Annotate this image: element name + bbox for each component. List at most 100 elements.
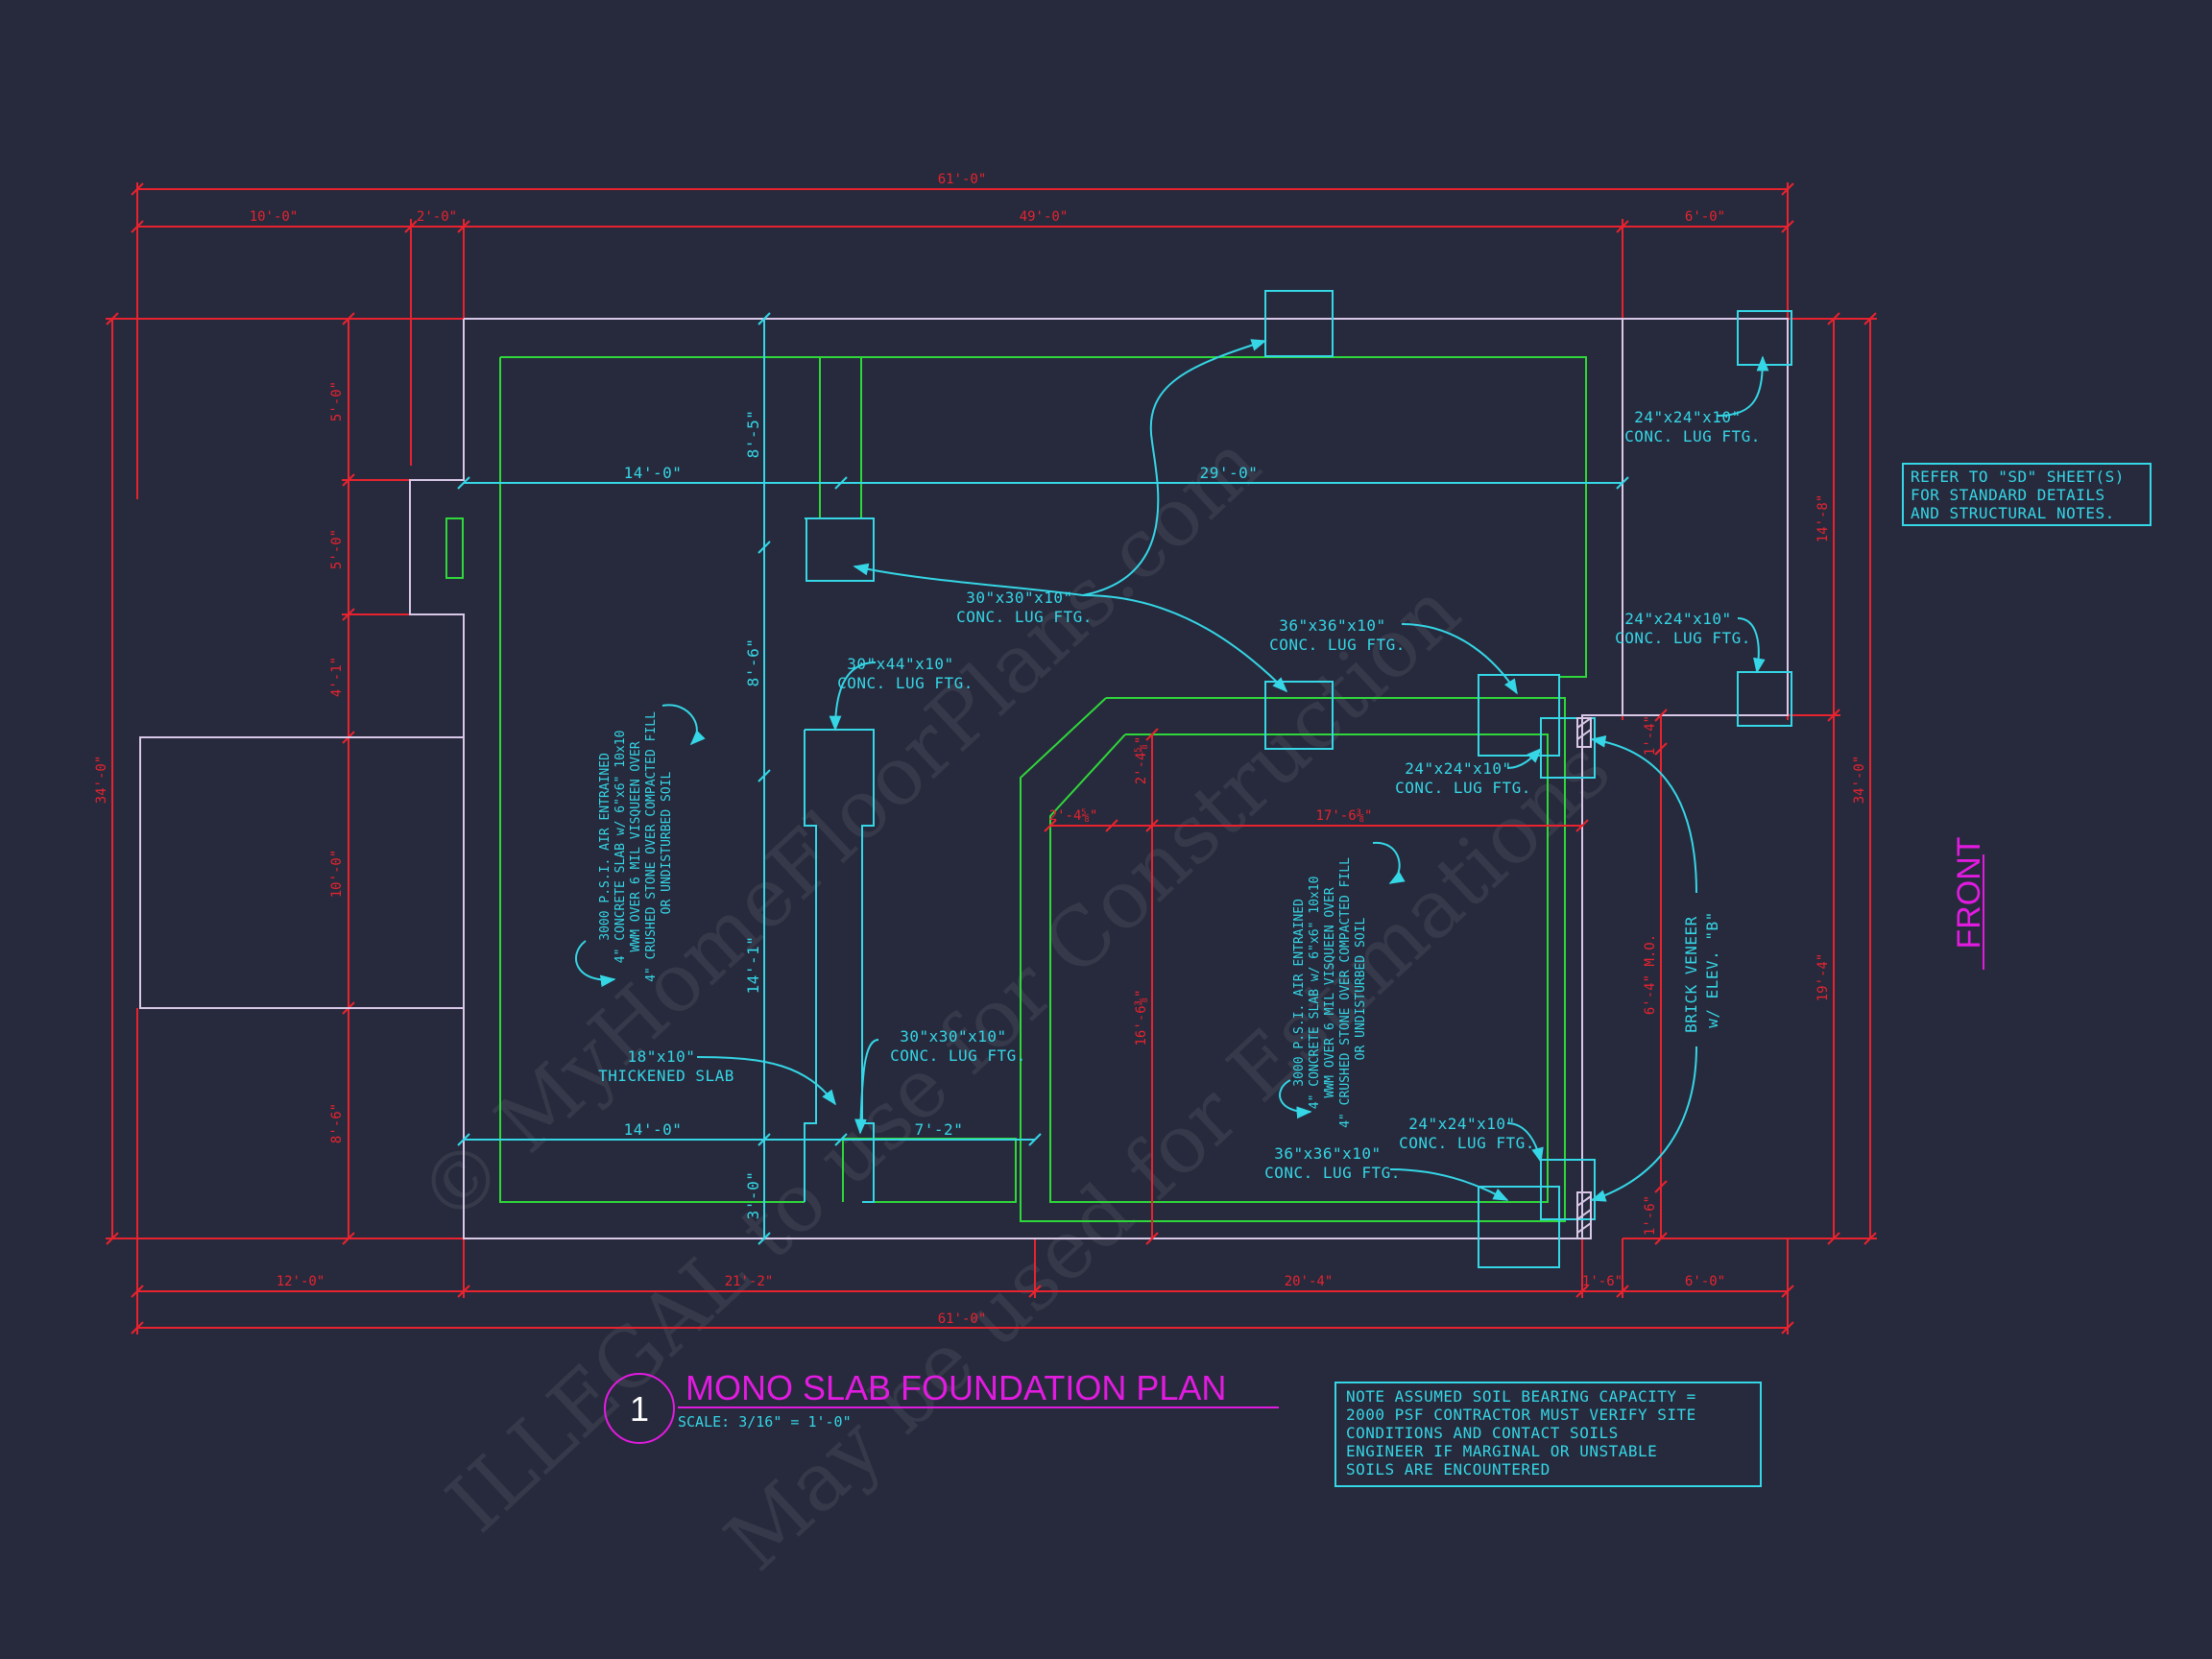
callout-30-a-line1: 30"x30"x10" (966, 589, 1072, 607)
callout-thickened-line1: 18"x10" (627, 1047, 695, 1066)
dim-right-seg-2: 19'-4" (1815, 953, 1831, 1002)
callout-brick-line1: BRICK VENEER (1682, 916, 1700, 1033)
footing-mid-36 (1264, 681, 1334, 750)
title-block: 1 MONO SLAB FOUNDATION PLAN SCALE: 3/16"… (604, 1368, 1279, 1444)
left-dimensions: 34'-0" 5'-0" 5'-0" 4'-1" 10'-0" 8'-6" (94, 312, 464, 1245)
dim-top-seg-4: 6'-0" (1685, 209, 1725, 225)
callout-36-bot-line1: 36"x36"x10" (1274, 1144, 1381, 1163)
callout-24-bot: 24"x24"x10" CONC. LUG FTG. (1399, 1115, 1535, 1152)
building-outline (409, 318, 1789, 1239)
callout-30x44-line2: CONC. LUG FTG. (837, 674, 974, 692)
title-name: MONO SLAB FOUNDATION PLAN (685, 1368, 1226, 1407)
dim-bottom-seg-5: 6'-0" (1685, 1274, 1725, 1289)
callout-24-mid-line2: CONC. LUG FTG. (1615, 629, 1751, 647)
dim-left-seg-4: 10'-0" (329, 850, 345, 899)
callout-24-gar: 24"x24"x10" CONC. LUG FTG. (1395, 759, 1531, 797)
callout-24-top-line1: 24"x24"x10" (1634, 408, 1741, 426)
callout-thickened-line2: THICKENED SLAB (598, 1067, 734, 1085)
callout-30-b-line1: 30"x30"x10" (900, 1027, 1006, 1046)
front-label: FRONT (1951, 836, 1987, 970)
footing-garage-36-top (1478, 674, 1560, 757)
dim-bottom-seg-3: 20'-4" (1285, 1274, 1334, 1289)
dim-8-5: 8'-5" (744, 410, 762, 459)
svg-text:REFER TO "SD" SHEET(S) F: REFER TO "SD" SHEET(S) FOR STANDARD DETA… (1911, 468, 2134, 522)
dim-7-2: 7'-2" (915, 1120, 964, 1139)
dim-14-b: 14'-0" (624, 1120, 683, 1139)
dim-gar-6-4: 6'-4" M.O. (1643, 934, 1658, 1015)
dim-top-seg-1: 10'-0" (250, 209, 299, 225)
title-scale: SCALE: 3/16" = 1'-0" (678, 1413, 852, 1431)
callout-30-a-line2: CONC. LUG FTG. (956, 608, 1093, 626)
callout-brick-line2: w/ ELEV. "B" (1703, 911, 1721, 1028)
callout-36-top-line2: CONC. LUG FTG. (1269, 636, 1406, 654)
footing-garage-36-bot (1478, 1186, 1560, 1268)
dim-left-overall: 34'-0" (94, 756, 109, 805)
soil-note-line2: 2000 PSF CONTRACTOR MUST VERIFY SITE (1346, 1406, 1696, 1424)
callout-30x44: 30"x44"x10" CONC. LUG FTG. (837, 655, 974, 692)
callout-brick: BRICK VENEER w/ ELEV. "B" (1682, 906, 1721, 1033)
svg-text:NOTE ASSUMED SOIL BEARING CAPA: NOTE ASSUMED SOIL BEARING CAPACITY = 200… (1346, 1387, 1706, 1479)
right-dimensions: 14'-8" 19'-4" 34'-0" (1623, 312, 1877, 1245)
callout-24-gar-line2: CONC. LUG FTG. (1395, 779, 1531, 797)
top-dimensions: 61'-0" 10'-0" 2'-0" 49'-0" 6'-0" (131, 172, 1794, 720)
soil-note-line3: CONDITIONS AND CONTACT SOILS (1346, 1424, 1619, 1442)
svg-text:FRONT: FRONT (1951, 836, 1987, 949)
dim-left-seg-1: 5'-0" (329, 381, 345, 421)
callout-24-gar-line1: 24"x24"x10" (1405, 759, 1511, 778)
dim-gar-2-4-b: 2'-4⅝" (1134, 736, 1149, 785)
title-number: 1 (630, 1389, 649, 1429)
callout-30x44-line1: 30"x44"x10" (847, 655, 953, 673)
soil-note-line4: ENGINEER IF MARGINAL OR UNSTABLE (1346, 1442, 1657, 1460)
dim-top-seg-3: 49'-0" (1020, 209, 1069, 225)
slab-note-house: 3000 P.S.I. AIR ENTRAINED 4" CONCRETE SL… (598, 704, 674, 982)
leaders (575, 339, 1769, 1202)
callout-30-b-line2: CONC. LUG FTG. (890, 1046, 1026, 1065)
dim-gar-1-6: 1'-6" (1643, 1195, 1658, 1236)
interior-dimensions: 14'-0" 29'-0" 14'-0" 7'-2" 8'-5" 8'-6" 1… (457, 312, 1629, 1245)
svg-text:3000 P.S.I. AIR ENTRAINED: 3000 P.S.I. AIR ENTRAINED 4" CONCRETE SL… (1292, 850, 1368, 1128)
dim-gar-2-4-a: 2'-4⅝" (1049, 808, 1098, 824)
callout-30-b: 30"x30"x10" CONC. LUG FTG. (890, 1027, 1026, 1065)
callout-36-top: 36"x36"x10" CONC. LUG FTG. (1269, 616, 1406, 654)
refer-note-line3: AND STRUCTURAL NOTES. (1911, 504, 2115, 522)
soil-note-box: NOTE ASSUMED SOIL BEARING CAPACITY = 200… (1334, 1382, 1762, 1487)
dim-left-seg-5: 8'-6" (329, 1103, 345, 1143)
dim-left-seg-3: 4'-1" (329, 657, 345, 697)
bottom-dimensions: 12'-0" 21'-2" 20'-4" 1'-6" 6'-0" 61'-0" (131, 1008, 1794, 1334)
footing-garage-24-bot (1540, 1159, 1596, 1220)
callout-24-mid-line1: 24"x24"x10" (1624, 610, 1731, 628)
dim-gar-1-4: 1'-4" (1643, 715, 1658, 756)
slab-note-garage: 3000 P.S.I. AIR ENTRAINED 4" CONCRETE SL… (1292, 850, 1368, 1128)
callout-24-bot-line1: 24"x24"x10" (1408, 1115, 1515, 1133)
dim-top-overall: 61'-0" (938, 172, 987, 187)
dim-bottom-overall: 61'-0" (938, 1311, 987, 1327)
dim-8-6: 8'-6" (744, 638, 762, 687)
dim-gar-17-6: 17'-6⅜" (1315, 808, 1372, 824)
dim-14-a: 14'-0" (624, 464, 683, 482)
callout-24-bot-line2: CONC. LUG FTG. (1399, 1134, 1535, 1152)
dim-bottom-seg-2: 21'-2" (725, 1274, 774, 1289)
dim-29: 29'-0" (1200, 464, 1259, 482)
dim-gar-16-6: 16'-6⅜" (1134, 989, 1149, 1046)
garage-dimensions: 2'-4⅝" 17'-6⅜" 2'-4⅝" 16'-6⅜" 1'-4" 6'-4… (1044, 709, 1668, 1245)
dim-left-seg-2: 5'-0" (329, 529, 345, 569)
dim-3-0: 3'-0" (744, 1171, 762, 1220)
dim-14-1: 14'-1" (744, 936, 762, 995)
callouts: 24"x24"x10" CONC. LUG FTG. 30"x30"x10" C… (598, 408, 1761, 1182)
refer-note-box: REFER TO "SD" SHEET(S) FOR STANDARD DETA… (1902, 463, 2152, 526)
callout-24-top-line2: CONC. LUG FTG. (1624, 427, 1761, 445)
slab-edges (499, 356, 1587, 1222)
footing-corner-mid (1737, 671, 1792, 727)
callout-24-mid: 24"x24"x10" CONC. LUG FTG. (1615, 610, 1751, 647)
svg-text:3000 P.S.I. AIR ENTRAINED: 3000 P.S.I. AIR ENTRAINED 4" CONCRETE SL… (598, 704, 674, 982)
dim-bottom-seg-1: 12'-0" (276, 1274, 325, 1289)
soil-note-line1: NOTE ASSUMED SOIL BEARING CAPACITY = (1346, 1387, 1696, 1406)
callout-36-top-line1: 36"x36"x10" (1279, 616, 1385, 635)
footings (804, 290, 1792, 1268)
callout-36-bot-line2: CONC. LUG FTG. (1264, 1164, 1401, 1182)
callout-36-bot: 36"x36"x10" CONC. LUG FTG. (1264, 1144, 1401, 1182)
refer-note-line2: FOR STANDARD DETAILS (1911, 486, 2105, 504)
soil-note-line5: SOILS ARE ENCOUNTERED (1346, 1460, 1551, 1479)
callout-thickened: 18"x10" THICKENED SLAB (598, 1047, 734, 1085)
